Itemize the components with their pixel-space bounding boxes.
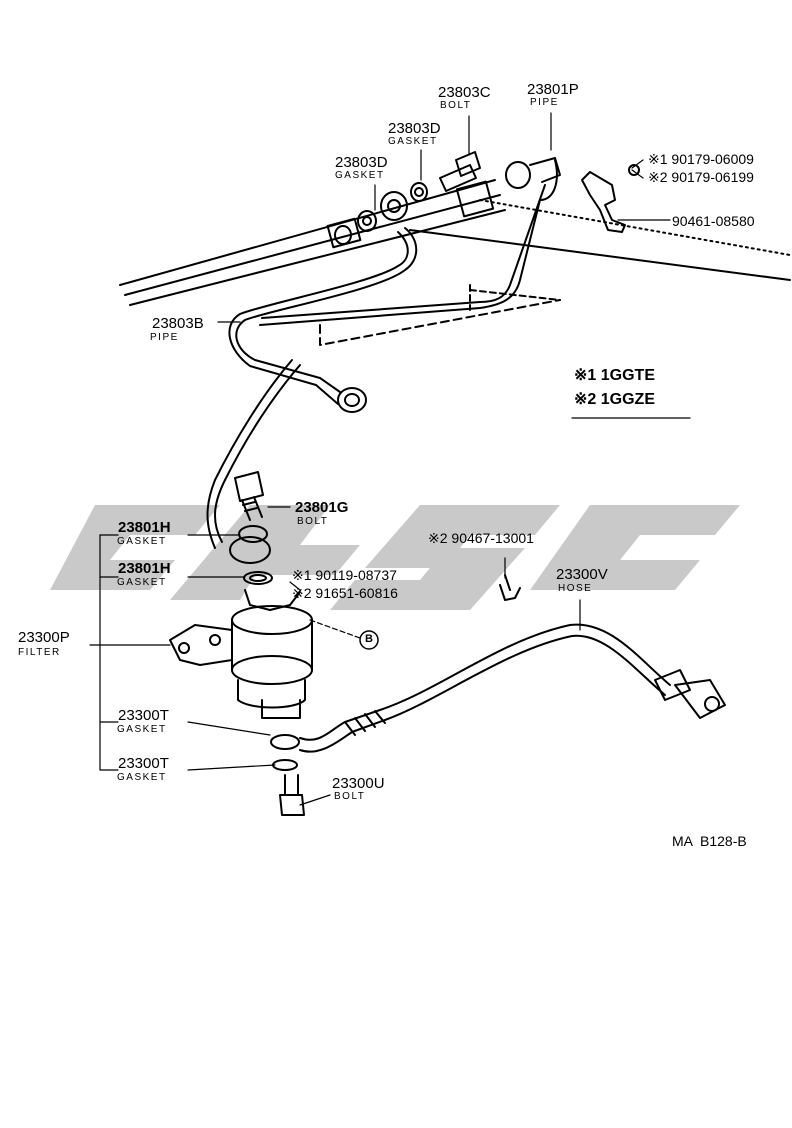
part-23801p-name: PIPE: [530, 97, 559, 108]
part-23300p-number: 23300P: [18, 629, 70, 646]
part-23300v-name: HOSE: [558, 583, 593, 594]
callout-b-circle: [359, 630, 379, 650]
part-90179-06199: ※2 90179-06199: [648, 169, 754, 185]
filter-bottom-fittings: [270, 734, 305, 816]
part-90179-06009: ※1 90179-06009: [648, 151, 754, 167]
part-23300u-number: 23300U: [332, 775, 385, 792]
part-23801h-2-name: GASKET: [117, 577, 167, 588]
part-23803d-1-number: 23803D: [388, 120, 441, 137]
delivery-pipe-body: [119, 179, 791, 346]
part-23803d-2-name: GASKET: [335, 170, 385, 181]
part-23803d-2-number: 23803D: [335, 154, 388, 171]
part-23801g-name: BOLT: [297, 516, 329, 527]
part-23803b-number: 23803B: [152, 315, 204, 332]
part-90467-13001: ※2 90467-13001: [428, 530, 534, 546]
part-23801p-number: 23801P: [527, 81, 579, 98]
legend-row-1: ※1 1GGTE: [574, 367, 655, 384]
part-23300p-name: FILTER: [18, 647, 61, 658]
part-23300v-number: 23300V: [556, 566, 608, 583]
bolt-23801g: [234, 471, 264, 521]
part-23803c-name: BOLT: [440, 100, 472, 111]
part-23803d-1-name: GASKET: [388, 136, 438, 147]
part-23801h-1-number: 23801H: [118, 519, 171, 536]
part-23801h-2-number: 23801H: [118, 560, 171, 577]
legend-row-2: ※2 1GGZE: [574, 391, 655, 408]
part-23803c-number: 23803C: [438, 84, 491, 101]
clamp-90467: [499, 574, 521, 601]
hose-23300v: [299, 623, 726, 753]
diagram-id: MA B128-B: [672, 833, 747, 849]
fuel-filter-body: [169, 589, 313, 719]
part-23300t-2-number: 23300T: [118, 755, 169, 772]
part-23300t-1-name: GASKET: [117, 724, 167, 735]
part-23803b-name: PIPE: [150, 332, 179, 343]
part-23801h-1-name: GASKET: [117, 536, 167, 547]
pipe-23803b: [206, 227, 418, 549]
pipe-23801p: [259, 157, 561, 326]
part-23300t-1-number: 23300T: [118, 707, 169, 724]
part-90461-08580: 90461-08580: [672, 213, 755, 229]
leader-lines: [89, 112, 671, 806]
part-90119-08737: ※1 90119-08737: [292, 567, 397, 583]
part-23300u-name: BOLT: [334, 791, 366, 802]
part-91651-60816: ※2 91651-60816: [292, 585, 398, 601]
bracket-90461: [581, 164, 640, 233]
filter-top-fittings: [229, 525, 273, 585]
part-23801g-number: 23801G: [295, 499, 349, 516]
callout-b-label: B: [365, 633, 373, 645]
part-23300t-2-name: GASKET: [117, 772, 167, 783]
